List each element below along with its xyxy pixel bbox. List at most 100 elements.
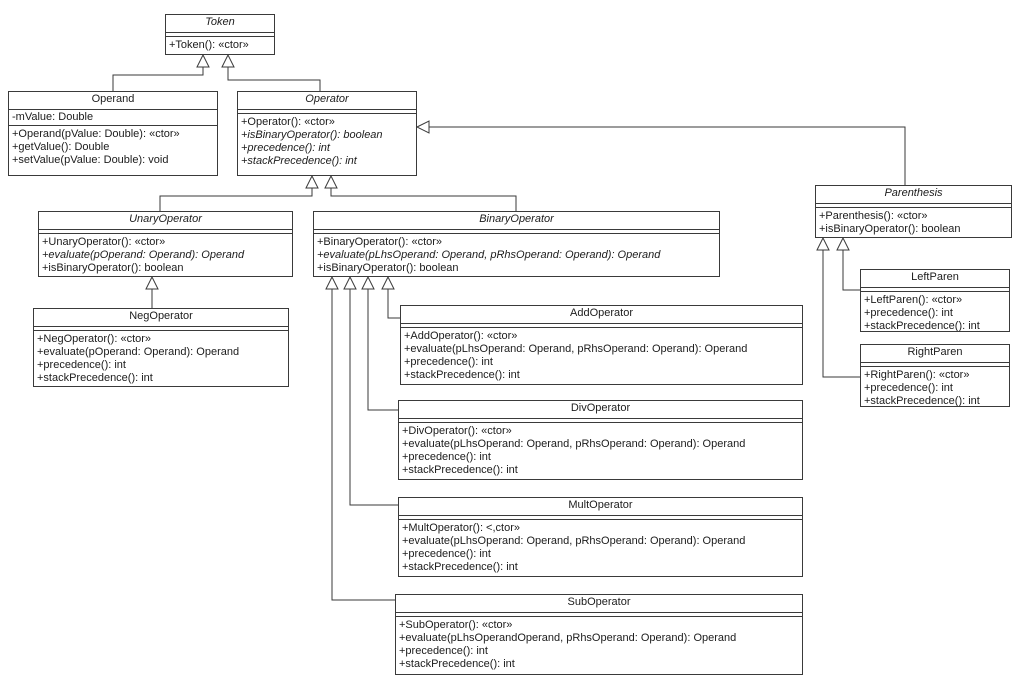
class-attributes: -mValue: Double [9, 110, 217, 126]
method-label: +RightParen(): «ctor» [864, 369, 970, 381]
method-label: +DivOperator(): «ctor» [402, 425, 512, 437]
edge-unary-operator [159, 188, 313, 211]
class-title: LeftParen [861, 270, 1009, 288]
method-label: +LeftParen(): «ctor» [864, 294, 963, 306]
class-attributes [401, 324, 802, 328]
method-label: +precedence(): int [864, 382, 953, 394]
class-methods: +Token(): «ctor» [166, 37, 274, 54]
class-methods: +LeftParen(): «ctor»+precedence(): int+s… [861, 292, 1009, 331]
method-label: +getValue(): Double [12, 141, 110, 153]
arrowhead-operator-right [324, 174, 338, 189]
method-label: +precedence(): int [37, 359, 126, 371]
method-label: +isBinaryOperator(): boolean [241, 129, 383, 141]
class-attributes [166, 33, 274, 37]
method-label: +stackPrecedence(): int [404, 369, 520, 381]
method-label: +evaluate(pLhsOperand: Operand, pRhsOper… [317, 249, 661, 261]
edge-add-binary [387, 289, 400, 319]
class-title: SubOperator [396, 595, 802, 613]
method-label: +Token(): «ctor» [169, 39, 249, 51]
class-methods: +Parenthesis(): «ctor»+isBinaryOperator(… [816, 208, 1011, 237]
method-label: +stackPrecedence(): int [864, 395, 980, 406]
arrowhead-operator-left [305, 174, 319, 189]
edge-mult-binary [349, 289, 398, 506]
method-label: +precedence(): int [399, 645, 488, 657]
method-label: +AddOperator(): «ctor» [404, 330, 518, 342]
method-label: +SubOperator(): «ctor» [399, 619, 513, 631]
class-left-paren: LeftParen +LeftParen(): «ctor»+precedenc… [860, 269, 1010, 332]
class-attributes [861, 288, 1009, 292]
class-mult-operator: MultOperator +MultOperator(): <,ctor»+ev… [398, 497, 803, 577]
edge-operand-token [112, 67, 204, 91]
class-parenthesis: Parenthesis +Parenthesis(): «ctor»+isBin… [815, 185, 1012, 238]
arrowhead-binary-1 [325, 275, 339, 290]
method-label: +Parenthesis(): «ctor» [819, 210, 928, 222]
edge-parenthesis-operator [429, 126, 906, 185]
class-neg-operator: NegOperator +NegOperator(): «ctor»+evalu… [33, 308, 289, 387]
class-methods: +NegOperator(): «ctor»+evaluate(pOperand… [34, 331, 288, 386]
class-methods: +AddOperator(): «ctor»+evaluate(pLhsOper… [401, 328, 802, 384]
class-methods: +BinaryOperator(): «ctor»+evaluate(pLhsO… [314, 234, 719, 276]
class-attributes [399, 419, 802, 423]
method-label: +evaluate(pLhsOperandOperand, pRhsOperan… [399, 632, 737, 644]
arrowhead-binary-3 [361, 275, 375, 290]
class-title: RightParen [861, 345, 1009, 363]
method-label: +Operator(): «ctor» [241, 116, 335, 128]
method-label: +evaluate(pOperand: Operand): Operand [42, 249, 245, 261]
method-label: +stackPrecedence(): int [402, 464, 518, 476]
method-label: +isBinaryOperator(): boolean [819, 223, 961, 235]
method-label: +stackPrecedence(): int [402, 561, 518, 573]
class-title: Parenthesis [816, 186, 1011, 204]
class-title: UnaryOperator [39, 212, 292, 230]
edge-leftparen-parenthesis [842, 250, 860, 291]
class-methods: +SubOperator(): «ctor»+evaluate(pLhsOper… [396, 617, 802, 674]
edge-sub-binary [331, 289, 395, 601]
method-label: +setValue(pValue: Double): void [12, 154, 169, 166]
class-methods: +DivOperator(): «ctor»+evaluate(pLhsOper… [399, 423, 802, 479]
class-title: AddOperator [401, 306, 802, 324]
class-attributes [399, 516, 802, 520]
method-label: +precedence(): int [402, 451, 491, 463]
method-label: +evaluate(pOperand: Operand): Operand [37, 346, 240, 358]
class-attributes [39, 230, 292, 234]
method-label: +stackPrecedence(): int [37, 372, 153, 384]
edge-binary-operator [330, 188, 517, 211]
class-attributes [314, 230, 719, 234]
edge-operator-token [227, 67, 321, 91]
class-operator: Operator +Operator(): «ctor»+isBinaryOpe… [237, 91, 417, 176]
method-label: +evaluate(pLhsOperand: Operand, pRhsOper… [402, 535, 746, 547]
class-title: Operand [9, 92, 217, 110]
class-title: Operator [238, 92, 416, 110]
method-label: +Operand(pValue: Double): «ctor» [12, 128, 180, 140]
class-attributes [396, 613, 802, 617]
arrowhead-operator-side [415, 120, 430, 134]
arrowhead-binary-4 [381, 275, 395, 290]
arrowhead-token-right [221, 53, 235, 68]
method-label: +BinaryOperator(): «ctor» [317, 236, 443, 248]
edge-div-binary [367, 289, 398, 411]
method-label: +UnaryOperator(): «ctor» [42, 236, 166, 248]
arrowhead-unary [145, 275, 159, 290]
class-title: Token [166, 15, 274, 33]
class-sub-operator: SubOperator +SubOperator(): «ctor»+evalu… [395, 594, 803, 675]
method-label: +stackPrecedence(): int [864, 320, 980, 331]
class-methods: +Operand(pValue: Double): «ctor»+getValu… [9, 126, 217, 175]
method-label: +stackPrecedence(): int [241, 155, 357, 167]
class-token: Token +Token(): «ctor» [165, 14, 275, 55]
class-div-operator: DivOperator +DivOperator(): «ctor»+evalu… [398, 400, 803, 480]
method-label: +MultOperator(): <,ctor» [402, 522, 520, 534]
class-unary-operator: UnaryOperator +UnaryOperator(): «ctor»+e… [38, 211, 293, 277]
class-methods: +MultOperator(): <,ctor»+evaluate(pLhsOp… [399, 520, 802, 576]
edge-rightparen-parenthesis [822, 250, 860, 378]
class-attributes [34, 327, 288, 331]
class-methods: +Operator(): «ctor»+isBinaryOperator(): … [238, 114, 416, 175]
class-operand: Operand -mValue: Double +Operand(pValue:… [8, 91, 218, 176]
class-methods: +UnaryOperator(): «ctor»+evaluate(pOpera… [39, 234, 292, 276]
method-label: +isBinaryOperator(): boolean [317, 262, 459, 274]
method-label: +precedence(): int [404, 356, 493, 368]
class-methods: +RightParen(): «ctor»+precedence(): int+… [861, 367, 1009, 406]
class-attributes [861, 363, 1009, 367]
class-attributes [816, 204, 1011, 208]
method-label: +NegOperator(): «ctor» [37, 333, 152, 345]
arrowhead-token-left [196, 53, 210, 68]
method-label: +evaluate(pLhsOperand: Operand, pRhsOper… [402, 438, 746, 450]
